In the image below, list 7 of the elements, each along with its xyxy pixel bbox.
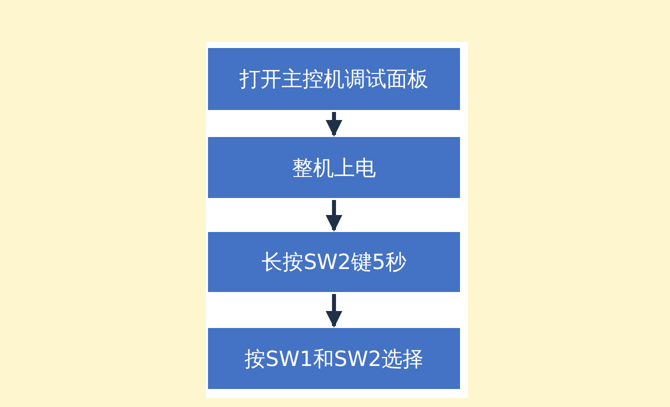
process-box: 打开主控机调试面板 [208,48,460,110]
arrow [326,200,342,232]
process-box: 长按SW2键5秒 [208,232,460,292]
process-box: 按SW1和SW2选择 [208,328,460,389]
arrow [326,294,342,328]
process-box: 整机上电 [208,137,460,198]
arrow [326,112,342,137]
